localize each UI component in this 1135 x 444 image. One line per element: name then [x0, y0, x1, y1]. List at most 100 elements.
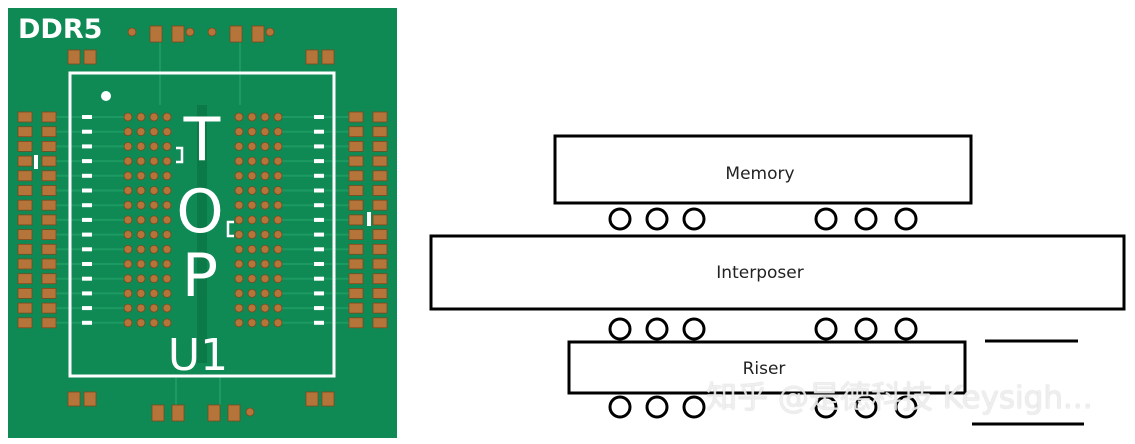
via-pad — [136, 274, 146, 284]
via-pad — [247, 303, 257, 313]
via-pad — [162, 303, 172, 313]
edge-pad — [17, 229, 33, 241]
via-pad — [234, 186, 244, 195]
via-pad — [136, 288, 146, 298]
bottom-pad — [171, 404, 185, 422]
via-pad — [123, 127, 133, 137]
top-pad — [149, 25, 163, 43]
via-pad — [247, 156, 257, 166]
silk-tick-left — [34, 155, 38, 169]
via-pad — [123, 244, 133, 254]
via-pad — [247, 230, 257, 240]
via-pad — [260, 230, 270, 240]
trace-terminator — [314, 232, 324, 237]
trace-terminator — [314, 291, 324, 296]
solder-ball — [682, 395, 706, 419]
solder-ball — [814, 317, 838, 341]
edge-pad — [41, 126, 57, 138]
memory-label: Memory — [725, 164, 794, 184]
edge-pad — [372, 170, 388, 182]
via-pad — [149, 171, 159, 181]
edge-pad — [17, 155, 33, 167]
via-pad — [260, 215, 270, 225]
solder-ball — [645, 207, 669, 231]
via-pad — [234, 318, 244, 328]
edge-pad — [372, 243, 388, 255]
interposer-label: Interposer — [716, 263, 803, 283]
via-pad — [123, 156, 133, 166]
top-pad — [229, 25, 243, 43]
trace-terminator — [82, 203, 92, 208]
via-pad — [247, 171, 257, 181]
trace-terminator — [82, 291, 92, 296]
edge-pad — [348, 170, 364, 182]
edge-pad — [41, 140, 57, 152]
edge-pad — [348, 243, 364, 255]
silk-letter-o: O — [176, 177, 223, 247]
edge-pad — [41, 287, 57, 299]
via-pad — [247, 200, 257, 210]
edge-pad — [41, 302, 57, 314]
via-pad — [123, 112, 133, 122]
trace-terminator — [314, 276, 324, 281]
via-pad — [149, 127, 159, 137]
via-pad — [247, 274, 257, 284]
via-pad — [247, 112, 257, 122]
pcb-board: DDR5 T O P U1 — [8, 8, 397, 438]
via-pad — [162, 259, 172, 269]
via-pad — [234, 259, 244, 269]
edge-pad — [372, 273, 388, 285]
edge-pad — [372, 317, 388, 329]
edge-pad — [348, 155, 364, 167]
trace-terminator — [82, 262, 92, 266]
via-pad — [136, 215, 146, 225]
component-designator: U1 — [168, 330, 228, 381]
via-pad — [136, 141, 146, 151]
edge-pad — [348, 214, 364, 226]
via-pad — [149, 244, 159, 254]
solder-ball — [894, 207, 918, 231]
via-pad — [149, 156, 159, 166]
via-pad — [123, 288, 133, 298]
trace-terminator — [82, 232, 92, 237]
edge-pad — [372, 302, 388, 314]
solder-ball — [608, 395, 632, 419]
edge-pad — [372, 229, 388, 241]
via-pad — [234, 230, 244, 240]
edge-pad — [372, 214, 388, 226]
edge-pad — [348, 185, 364, 196]
via-pad — [260, 244, 270, 254]
via-pad — [273, 215, 283, 225]
via-pad — [234, 244, 244, 254]
via-pad — [123, 274, 133, 284]
edge-pad — [348, 111, 364, 123]
stackup-diagram: Memory Interposer Riser — [429, 134, 1126, 426]
edge-pad — [41, 273, 57, 285]
via-pad — [234, 171, 244, 181]
edge-pad — [372, 287, 388, 299]
via-pad — [149, 259, 159, 269]
edge-pad — [17, 258, 33, 270]
edge-pad — [348, 302, 364, 314]
solder-ball — [608, 317, 632, 341]
via-pad — [273, 274, 283, 284]
solder-ball — [645, 317, 669, 341]
via-pad — [162, 186, 172, 195]
solder-ball — [854, 207, 878, 231]
edge-pad — [41, 214, 57, 226]
edge-pad — [17, 273, 33, 285]
pcb-pads — [17, 25, 388, 422]
via-pad — [273, 288, 283, 298]
via-pad — [234, 215, 244, 225]
via-pad — [149, 186, 159, 195]
via-pad — [149, 200, 159, 210]
edge-pad — [41, 111, 57, 123]
edge-pad — [17, 111, 33, 123]
via-pad — [136, 112, 146, 122]
trace-terminator — [314, 129, 324, 134]
trace-terminator — [314, 115, 324, 119]
via-pad — [260, 288, 270, 298]
edge-pad — [372, 199, 388, 211]
edge-pad — [348, 273, 364, 285]
solder-ball — [854, 317, 878, 341]
